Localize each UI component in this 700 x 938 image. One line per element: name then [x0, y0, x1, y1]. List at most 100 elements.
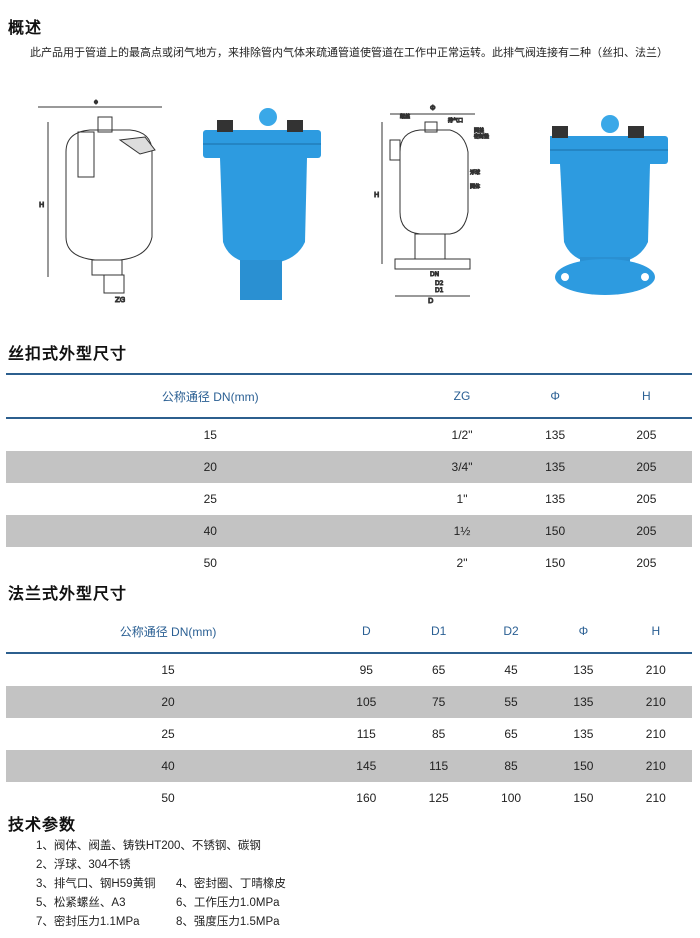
phi-label: Φ [94, 100, 98, 106]
table-row: 15 95 65 45 135 210 [6, 653, 692, 686]
table-cell: 135 [545, 428, 566, 442]
spec-item: 7、密封压力1.1MPa [36, 916, 140, 928]
table-cell: 150 [545, 556, 566, 570]
table-cell: 205 [600, 515, 692, 547]
svg-text:H: H [39, 201, 44, 209]
table-cell: 150 [573, 791, 594, 805]
table-row: 25 115 85 65 135 210 [6, 718, 692, 750]
table-cell: 25 [161, 727, 175, 741]
table-cell: 75 [402, 686, 475, 718]
table-cell: 2" [456, 556, 468, 570]
specs-title: 技术参数 [8, 815, 77, 834]
table-cell: 145 [330, 750, 403, 782]
table-cell: 3/4" [414, 451, 510, 483]
spec-item: 5、松紧螺丝、A3 [36, 897, 126, 909]
table-cell: 150 [509, 515, 601, 547]
col-d: D [361, 624, 371, 638]
col-phi: Φ [550, 389, 560, 403]
table-cell: 85 [474, 750, 548, 782]
table-cell: 135 [547, 686, 620, 718]
table-cell: 40 [6, 750, 331, 782]
svg-text:排气口: 排气口 [448, 117, 463, 124]
table-cell: 20 [6, 686, 331, 718]
table-cell: 135 [573, 727, 594, 741]
table-cell: 210 [645, 663, 666, 677]
table-cell: 45 [504, 663, 518, 677]
flange-valve-product [550, 115, 668, 295]
table-cell: 210 [645, 791, 666, 805]
col-d2: D2 [503, 624, 519, 638]
table-cell: 210 [645, 727, 666, 741]
thread-valve-drawing: Φ H ZG [38, 100, 162, 305]
col-h: H [651, 624, 661, 638]
table-cell: 135 [509, 451, 601, 483]
table-cell: 210 [619, 686, 692, 718]
spec-item: 3、排气口、钢H59黄铜 [36, 878, 156, 890]
table-cell: 20 [6, 451, 415, 483]
table-cell: 115 [402, 750, 475, 782]
overview-text: 此产品用于管道上的最高点或闭气地方，来排除管内气体来疏通管道使管道在工作中正常运… [30, 46, 668, 59]
table-cell: 25 [203, 492, 217, 506]
table-cell: 50 [203, 556, 217, 570]
table-cell: 135 [573, 663, 594, 677]
table-cell: 150 [547, 750, 620, 782]
table-cell: 205 [600, 451, 692, 483]
table-cell: 125 [428, 791, 449, 805]
table-cell: 1/2" [451, 428, 473, 442]
flange-valve-drawing: Φ H DN D2 D1 D 螺丝 排气口 阀盖 密封垫 浮球 阀体 [374, 104, 490, 306]
svg-text:阀盖: 阀盖 [474, 127, 484, 134]
table-header-row: 公称通径 DN(mm) D D1 D2 Φ H [6, 610, 692, 653]
thread-valve-product [203, 108, 321, 300]
thread-table-title: 丝扣式外型尺寸 [8, 344, 128, 363]
table-header-row: 公称通径 DN(mm) ZG Φ H [6, 374, 692, 418]
table-cell: 205 [636, 556, 657, 570]
col-zg: ZG [453, 389, 471, 403]
table-cell: 135 [545, 492, 566, 506]
table-cell: 210 [619, 750, 692, 782]
table-cell: 1½ [414, 515, 510, 547]
svg-text:DN: DN [430, 271, 439, 278]
col-phi: Φ [578, 624, 589, 638]
table-cell: 55 [474, 686, 548, 718]
spec-item: 6、工作压力1.0MPa [176, 897, 280, 909]
table-cell: 15 [161, 663, 175, 677]
specs-list: 1、阀体、阀盖、铸铁HT200、不锈钢、碳钢 2、浮球、304不锈 3、排气口、… [36, 837, 286, 932]
overview-title: 概述 [8, 18, 43, 37]
table-cell: 100 [501, 791, 522, 805]
col-dn: 公称通径 DN(mm) [161, 389, 259, 404]
flange-table-title: 法兰式外型尺寸 [8, 584, 128, 603]
spec-item: 2、浮球、304不锈 [36, 859, 131, 871]
table-row: 50 2" 150 205 [6, 547, 692, 579]
svg-text:浮球: 浮球 [470, 169, 480, 176]
svg-text:阀体: 阀体 [470, 183, 480, 190]
svg-text:密封垫: 密封垫 [474, 133, 489, 140]
svg-text:D1: D1 [435, 287, 444, 294]
col-dn: 公称通径 DN(mm) [119, 624, 217, 639]
col-d1: D1 [431, 624, 447, 638]
table-cell: 15 [203, 428, 217, 442]
table-cell: 65 [431, 663, 446, 677]
svg-text:D: D [428, 297, 433, 305]
spec-item: 1、阀体、阀盖、铸铁HT200、不锈钢、碳钢 [36, 840, 261, 852]
svg-text:H: H [374, 191, 379, 199]
table-cell: 95 [359, 663, 373, 677]
table-cell: 65 [504, 727, 518, 741]
table-cell: 85 [431, 727, 446, 741]
table-cell: 105 [330, 686, 403, 718]
spec-item: 8、强度压力1.5MPa [176, 916, 280, 928]
table-cell: 115 [356, 727, 376, 741]
table-cell: 40 [6, 515, 415, 547]
table-cell: 1" [456, 492, 468, 506]
col-h: H [642, 389, 651, 403]
table-cell: 50 [161, 791, 175, 805]
svg-text:D2: D2 [435, 280, 444, 287]
